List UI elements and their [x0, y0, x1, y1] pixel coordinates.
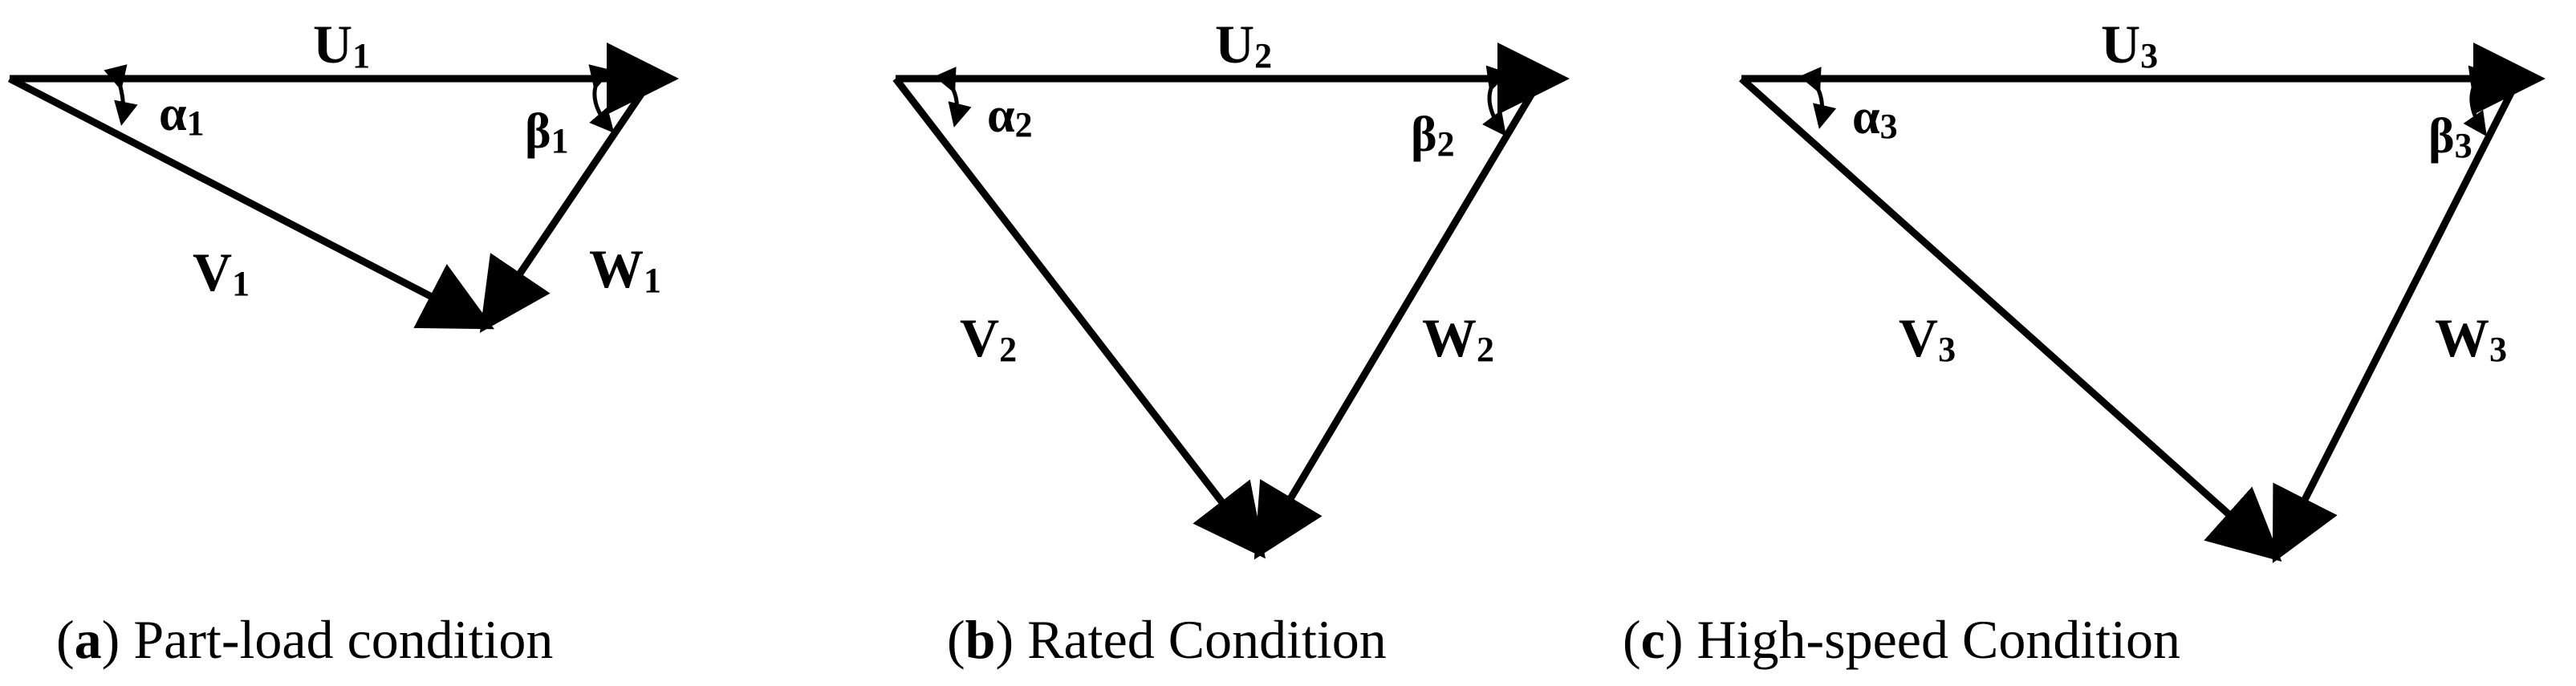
label-alpha3: α3 [1852, 90, 1898, 146]
alpha-arc-icon [1799, 67, 1837, 129]
label-v3: V3 [1899, 307, 1956, 369]
panel-c: U3 α3 β3 V3 W3 [1739, 14, 2546, 564]
label-w2: W2 [1422, 307, 1494, 369]
label-beta1: β1 [525, 104, 569, 160]
vector-w3 [2272, 76, 2522, 564]
panel-a: U1 α1 β1 V1 W1 [7, 14, 679, 333]
caption-b: (b) Rated Condition [947, 609, 1387, 670]
label-w1: W1 [589, 238, 661, 300]
label-u1: U1 [313, 14, 370, 75]
label-w3: W3 [2435, 307, 2507, 369]
label-alpha2: α2 [987, 88, 1033, 144]
label-u2: U2 [1215, 14, 1272, 75]
beta-arc-icon [2463, 65, 2492, 137]
label-v1: V1 [193, 242, 250, 303]
caption-c: (c) High-speed Condition [1623, 609, 2180, 670]
vector-w2 [1253, 76, 1544, 560]
label-v2: V2 [960, 307, 1017, 369]
label-u3: U3 [2101, 14, 2158, 75]
beta-arc-icon [1482, 65, 1509, 137]
label-beta2: β2 [1411, 108, 1455, 164]
caption-a: (a) Part-load condition [56, 609, 553, 670]
vector-v2 [892, 76, 1266, 559]
label-beta3: β3 [2428, 109, 2472, 165]
alpha-arc-icon [104, 64, 138, 126]
alpha-arc-icon [934, 67, 972, 128]
vector-v1 [7, 75, 494, 330]
vector-w1 [479, 76, 655, 333]
beta-arc-icon [588, 64, 615, 133]
panel-b: U2 α2 β2 V2 W2 [892, 14, 1570, 560]
vector-v3 [1739, 75, 2282, 562]
label-alpha1: α1 [159, 87, 205, 143]
